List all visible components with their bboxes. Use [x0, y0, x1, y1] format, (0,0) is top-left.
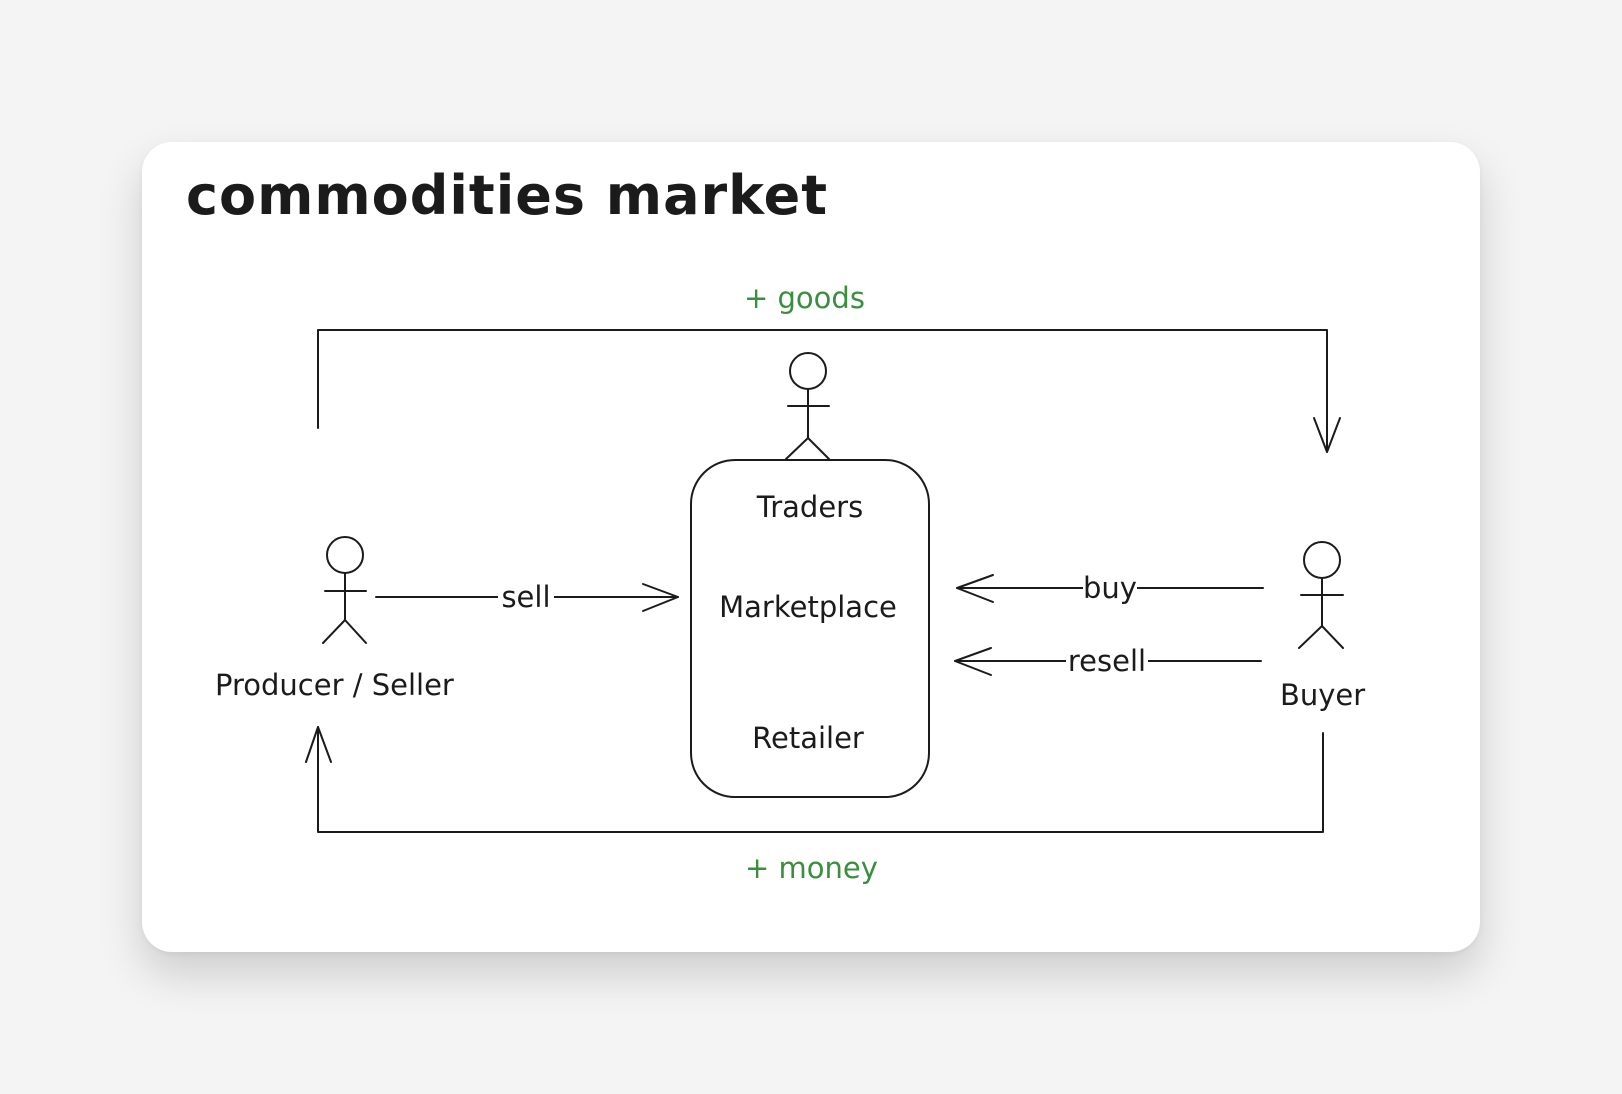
traders-head: [789, 352, 827, 390]
buyer-actor-icon: [1298, 541, 1344, 649]
box-label-retailer: Retailer: [752, 721, 864, 755]
resell-arrowhead: [954, 647, 992, 676]
sell-label-background: [498, 578, 554, 612]
box-label-marketplace: Marketplace: [719, 590, 897, 624]
goods-flow-connector: [317, 329, 1341, 453]
goods-flow-arrowhead: [1313, 417, 1341, 453]
sell-arrowhead: [642, 583, 679, 612]
producer-label: Producer / Seller: [215, 668, 454, 702]
box-label-traders: Traders: [756, 490, 863, 524]
producer-actor-icon: [322, 536, 367, 644]
buy-arrowhead: [956, 574, 994, 603]
resell-label-background: [1066, 642, 1148, 676]
buyer-label: Buyer: [1280, 678, 1365, 712]
buy-label-background: [1083, 570, 1137, 604]
goods-label: + goods: [744, 281, 865, 315]
money-flow-line: [317, 726, 1324, 833]
marketplace-box: [690, 459, 930, 798]
buyer-legs: [1298, 625, 1344, 649]
buy-label: buy: [1083, 571, 1137, 605]
money-label: + money: [745, 851, 878, 885]
money-flow-arrowhead: [305, 726, 332, 763]
traders-actor-icon: [785, 352, 830, 460]
resell-label: resell: [1068, 644, 1146, 678]
producer-legs: [322, 619, 367, 644]
sell-label: sell: [501, 580, 550, 614]
diagram-card: [142, 142, 1480, 952]
money-flow-connector: [305, 726, 1324, 833]
goods-flow-line: [317, 329, 1328, 453]
diagram-title: commodities market: [186, 164, 828, 227]
producer-head: [326, 536, 364, 574]
buyer-head: [1303, 541, 1341, 579]
traders-legs: [785, 437, 830, 460]
